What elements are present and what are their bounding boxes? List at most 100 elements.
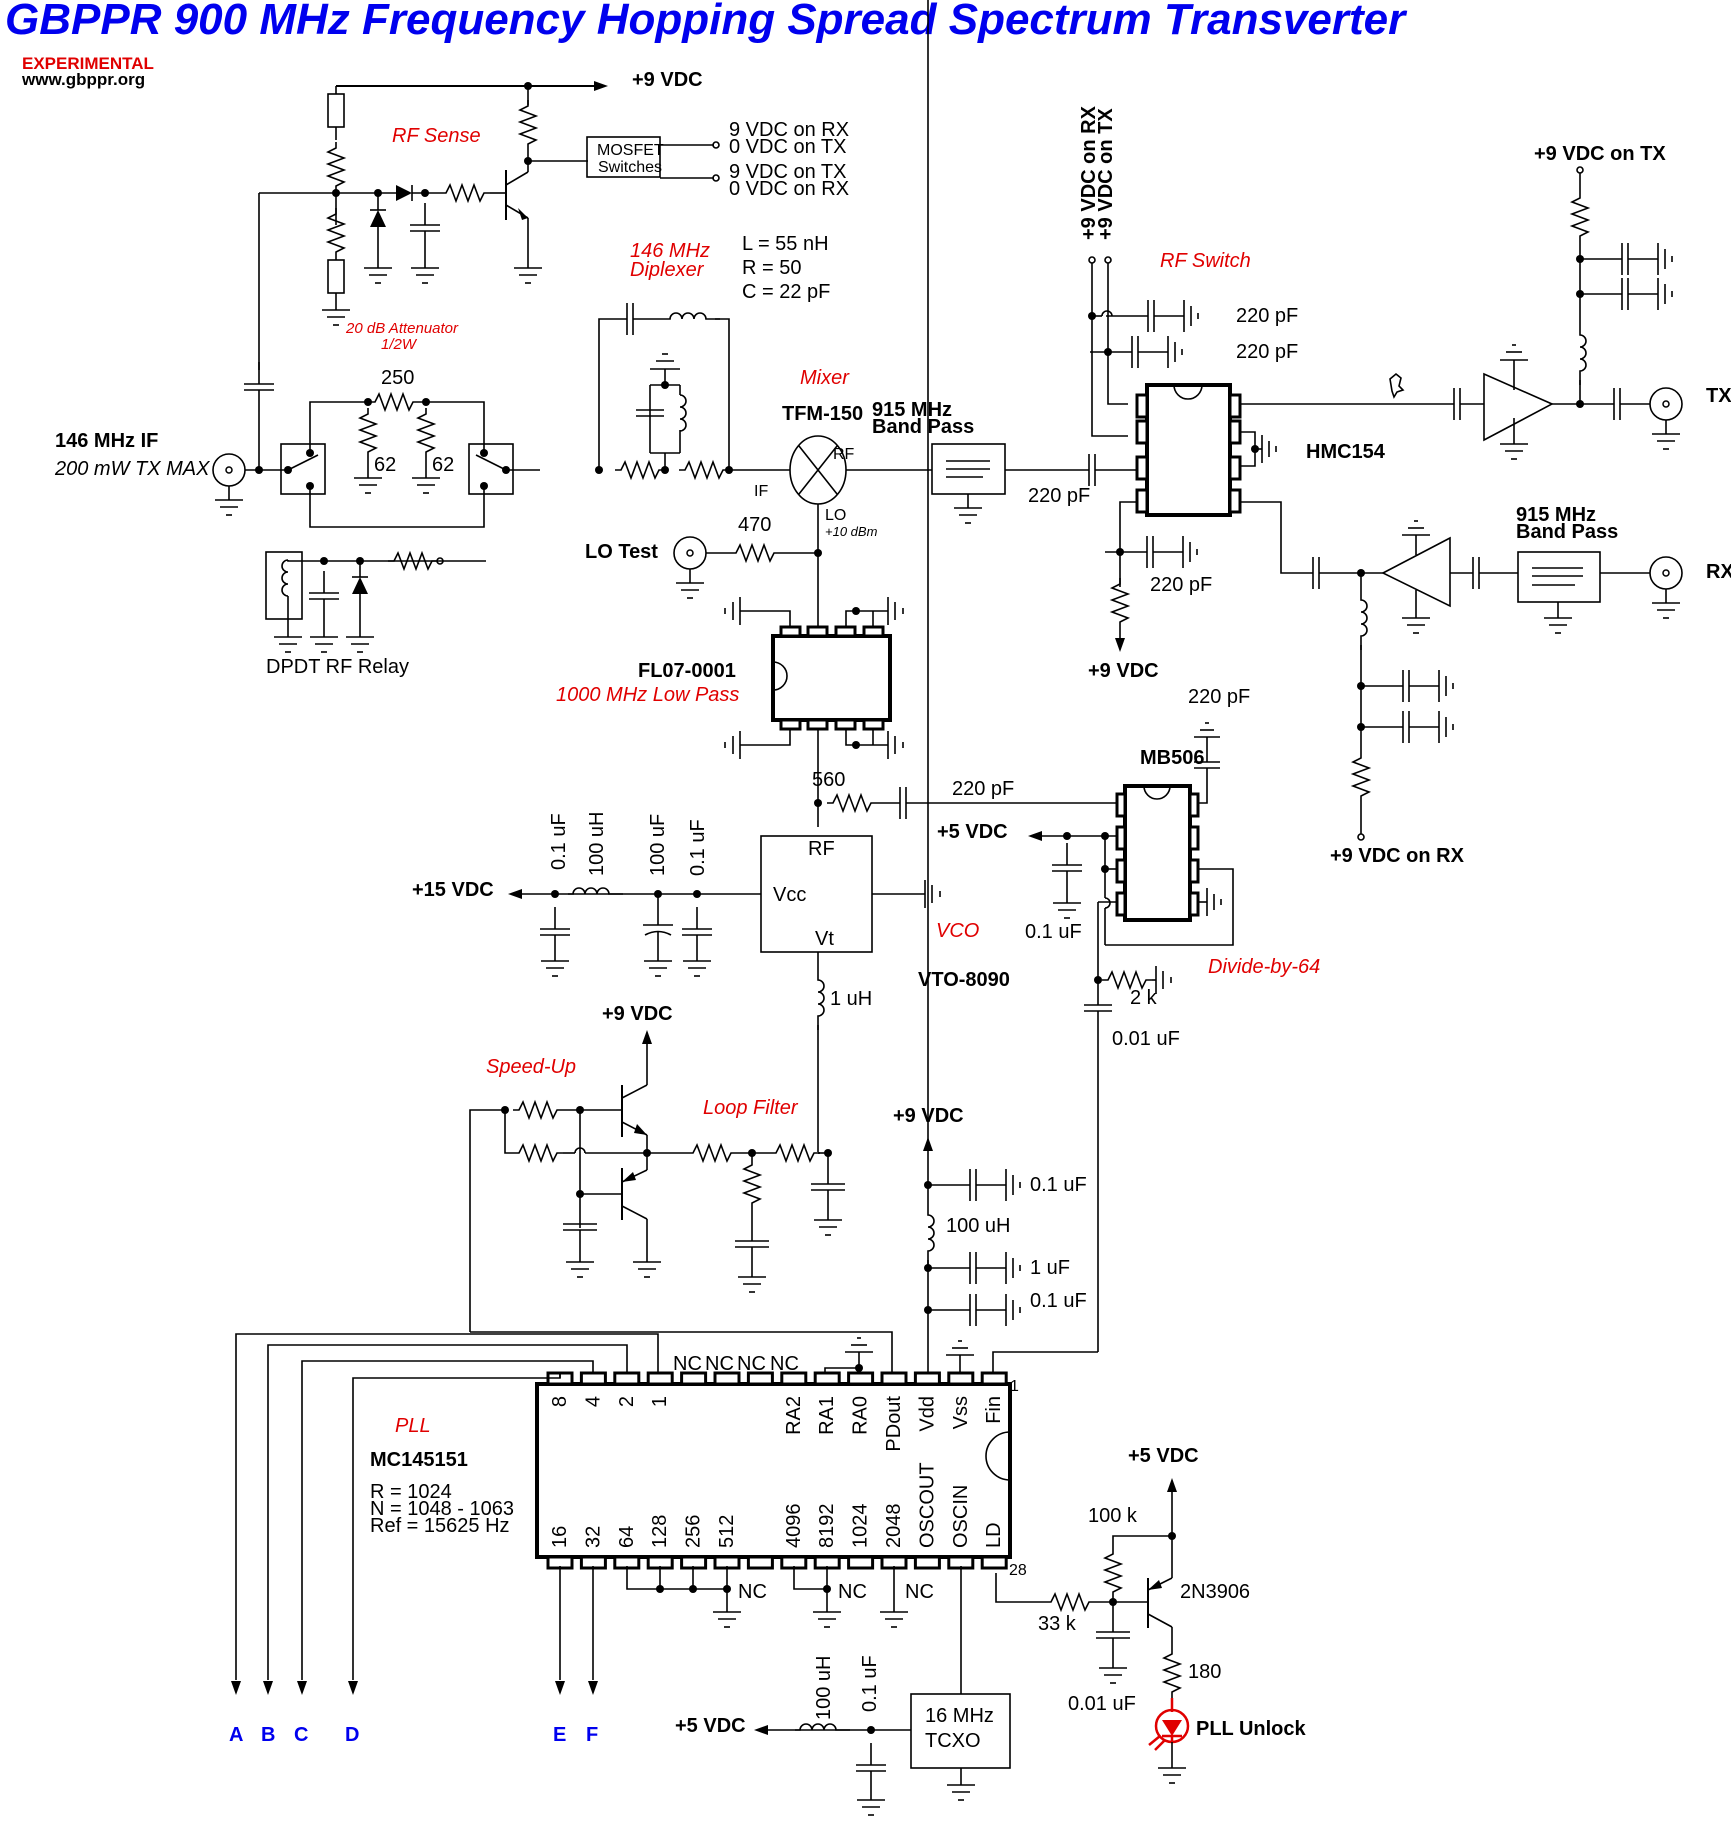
if-input-note: 200 mW TX MAX	[54, 458, 210, 480]
mixer-port-lo: LO	[825, 507, 846, 524]
pll-top-pin	[780, 1371, 808, 1386]
relay-switch-left	[280, 443, 326, 495]
vco-r-coupling: 560	[812, 769, 845, 791]
vco-section: 560 220 pF RF Vcc Vt VCO VTO-8090 +15 VD…	[412, 769, 1137, 1152]
pll-nc-top-2: NC	[705, 1353, 734, 1375]
pll-bottom-pin-label: 2048	[883, 1504, 905, 1549]
pll-bottom-pin	[913, 1555, 941, 1570]
hmc154-part: HMC154	[1306, 441, 1386, 463]
pll-bottom-pin	[847, 1555, 875, 1570]
mosfet-out1-line2: 0 VDC on TX	[729, 136, 846, 158]
vco-supply-label: +15 VDC	[412, 879, 494, 901]
mosfet-out1-line1: 9 VDC on RX	[729, 119, 849, 141]
unlock-r-led: 180	[1188, 1661, 1221, 1683]
mosfet-label-2: Switches	[598, 159, 662, 176]
prescaler-label: Divide-by-64	[1208, 956, 1320, 978]
unlock-led-label: PLL Unlock	[1196, 1718, 1307, 1740]
bpf-rx-box	[1517, 551, 1601, 603]
prescaler-supply: +5 VDC	[937, 821, 1008, 843]
diplexer-value-r: R = 50	[742, 257, 801, 279]
prescaler-cap-top: 220 pF	[1188, 686, 1250, 708]
pll-top-pin-label: RA1	[816, 1396, 838, 1435]
rf-switch-label: RF Switch	[1160, 250, 1251, 272]
pll-top-pin-label: Fin	[983, 1396, 1005, 1424]
rf-switch-section: +9 VDC on RX +9 VDC on TX RF Switch 220 …	[1078, 105, 1386, 682]
mc145151-chip	[535, 1382, 1012, 1559]
rf-switch-cap-2: 220 pF	[1236, 341, 1298, 363]
rf-switch-ctrl2: +9 VDC on TX	[1095, 108, 1117, 240]
tcxo-cap: 0.1 uF	[859, 1655, 881, 1712]
pll-bottom-pin-label: 1024	[850, 1504, 872, 1549]
tx-chain-section: TX +9 VDC on TX	[1240, 143, 1731, 460]
lpf-label: 1000 MHz Low Pass	[556, 684, 739, 706]
pll-nc-bottom-1: NC	[738, 1581, 767, 1603]
pll-pin1-marker: 1	[1010, 1378, 1019, 1395]
pll-bottom-pin-label: 4096	[783, 1504, 805, 1549]
lo-test-resistor: 470	[738, 514, 771, 536]
diplexer-value-c: C = 22 pF	[742, 281, 830, 303]
bpf-tx-line2: Band Pass	[872, 416, 974, 438]
vco-pin-vt: Vt	[815, 928, 834, 950]
unlock-cap: 0.01 uF	[1068, 1693, 1136, 1715]
pll-bottom-pin-label: 256	[683, 1515, 705, 1548]
relay-label: DPDT RF Relay	[266, 656, 409, 678]
hmc154-chip	[1145, 383, 1232, 517]
lpf-section: FL07-0001 1000 MHz Low Pass	[556, 596, 904, 827]
page-title: GBPPR 900 MHz Frequency Hopping Spread S…	[5, 0, 1408, 44]
tcxo-inductor: 100 uH	[813, 1656, 835, 1721]
vco-part: VTO-8090	[918, 969, 1010, 991]
speed-up-label: Speed-Up	[486, 1056, 576, 1078]
mixer-port-rf: RF	[833, 446, 855, 463]
pll-top-pin-label: RA2	[783, 1396, 805, 1435]
pll-bottom-pin-label: 128	[649, 1515, 671, 1548]
pll-bottom-pin-label: 16	[549, 1526, 571, 1548]
port-f-label: F	[586, 1724, 598, 1746]
bpf-tx-line1: 915 MHz	[872, 399, 952, 421]
unlock-transistor: 2N3906	[1180, 1581, 1250, 1603]
port-e-label: E	[553, 1724, 566, 1746]
vco-label: VCO	[936, 920, 979, 942]
mosfet-out2-line1: 9 VDC on TX	[729, 161, 846, 183]
unlock-r-base: 100 k	[1088, 1505, 1138, 1527]
if-input-label: 146 MHz IF	[55, 430, 158, 452]
mixer-section: Mixer TFM-150 RF IF LO +10 dBm 915 MHz B…	[729, 367, 1118, 626]
rx-chain-section: RX 915 MHz Band Pass +9 VDC on RX	[1240, 501, 1731, 867]
port-c-label: C	[294, 1724, 308, 1746]
pll-bottom-pin-label: 8192	[816, 1504, 838, 1549]
pll-nc-bottom-2: NC	[838, 1581, 867, 1603]
lpf-part: FL07-0001	[638, 660, 736, 682]
unlock-supply: +5 VDC	[1128, 1445, 1199, 1467]
pll-top-pin	[646, 1371, 674, 1386]
diplexer-section: 146 MHz Diplexer L = 55 nH R = 50 C = 22…	[595, 233, 830, 479]
lo-test-label: LO Test	[585, 541, 658, 563]
rf-sense-section: +9 VDC	[258, 69, 849, 370]
loop-filter-label: Loop Filter	[703, 1097, 799, 1119]
unlock-section: +5 VDC 100 k 33 k 0.01 uF 180 2N3906 PLL…	[995, 1445, 1307, 1784]
pll-top-pin	[579, 1371, 607, 1386]
tx-port-label: TX	[1706, 385, 1731, 407]
rf-sense-supply-label: +9 VDC	[632, 69, 703, 91]
pll-top-pin	[880, 1371, 908, 1386]
pll-top-pin	[746, 1371, 774, 1386]
pll-bottom-pin-label: OSCOUT	[916, 1462, 938, 1548]
relay-coil-box	[265, 551, 303, 620]
pll-bottom-pin-label: 512	[716, 1515, 738, 1548]
rf-switch-ctrl1: +9 VDC on RX	[1078, 105, 1100, 240]
pll-nc-top-3: NC	[737, 1353, 766, 1375]
pll-top-pin-label: PDout	[883, 1396, 905, 1452]
attenuator-r-shunt2: 62	[432, 454, 454, 476]
pll-top-pin	[847, 1371, 875, 1386]
mixer-part: TFM-150	[782, 403, 863, 425]
pll-bottom-pin-label: 64	[616, 1526, 638, 1548]
attenuator-label: 20 dB Attenuator	[345, 320, 459, 337]
pll-top-pin-label: 1	[649, 1396, 671, 1407]
bird-icon	[1389, 372, 1405, 399]
mosfet-label-1: MOSFET	[597, 142, 664, 159]
pll-supply-cap2: 1 uF	[1030, 1257, 1070, 1279]
pll-param-ref: Ref = 15625 Hz	[370, 1515, 510, 1537]
pll-bottom-pin	[746, 1555, 774, 1570]
pll-top-pin	[613, 1371, 641, 1386]
pll-pin28-marker: 28	[1009, 1562, 1027, 1579]
pll-top-pin	[913, 1371, 941, 1386]
